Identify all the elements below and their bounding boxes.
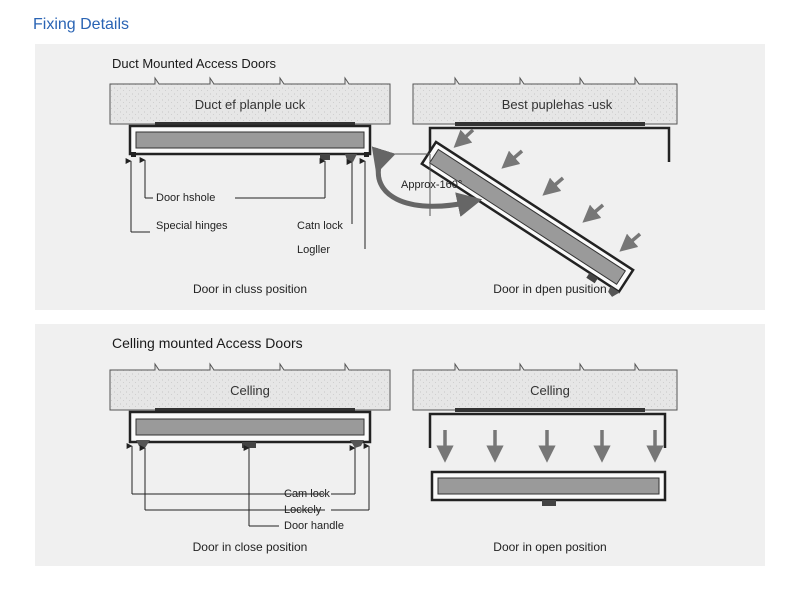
ceiling-diagram: Celling Celling Cam lock Lockely [109, 362, 678, 554]
open-duct-door [420, 140, 635, 297]
angle-label: Approx-160° [401, 179, 462, 191]
open-ceiling-frame [428, 408, 667, 448]
left-slab-label: Duct ef planple uck [195, 97, 306, 112]
ceiling-section-title: Celling mounted Access Doors [112, 335, 303, 351]
angle-indicator [371, 146, 483, 217]
closed-duct-door [128, 122, 372, 162]
ceiling-open-caption: Door in open position [493, 540, 606, 554]
right-slab-label: Best puplehas -usk [502, 97, 613, 112]
duct-diagram: Duct ef planple uck Best puplehas -usk D… [109, 76, 678, 297]
right-ceiling-slab [412, 362, 678, 411]
right-duct-slab [412, 76, 678, 125]
duct-mounted-panel: Duct Mounted Access Doors Duct ef planpl… [35, 44, 765, 310]
closed-ceiling-door [128, 408, 372, 448]
callout-door-handle: Door handle [284, 520, 344, 532]
ceiling-closed-caption: Door in close position [193, 540, 308, 554]
callout-cam-lock: Cam lock [284, 488, 330, 500]
duct-closed-caption: Door in cluss position [193, 282, 307, 296]
duct-open-caption: Door in dpen pusition [493, 282, 606, 296]
callout-catn-lock: Catn lock [297, 220, 343, 232]
left-ceiling-label: Celling [230, 383, 270, 398]
callout-lockely: Lockely [284, 504, 322, 516]
open-duct-frame [428, 122, 671, 162]
open-ceiling-door [430, 470, 667, 506]
callout-logller: Logller [297, 244, 330, 256]
right-ceiling-label: Celling [530, 383, 570, 398]
left-duct-slab [109, 76, 391, 125]
callout-door-hshole: Door hshole [156, 192, 215, 204]
duct-section-title: Duct Mounted Access Doors [112, 56, 277, 71]
page-title: Fixing Details [33, 16, 130, 33]
left-ceiling-slab [109, 362, 391, 411]
callout-special-hinges: Special hinges [156, 220, 228, 232]
ceiling-mounted-panel: Celling mounted Access Doors Celling Cel… [35, 324, 765, 566]
